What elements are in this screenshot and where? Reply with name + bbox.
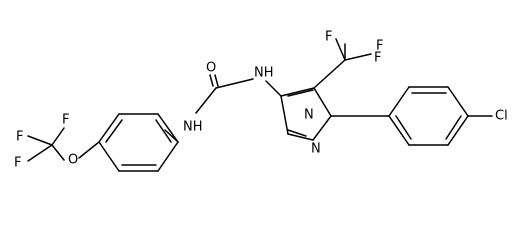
atom-f-ocf3-top: F bbox=[62, 113, 69, 128]
atom-o-carbonyl: O bbox=[206, 61, 216, 76]
atom-o-ether: O bbox=[68, 153, 78, 168]
atom-labels: O NH NH N N Cl O F F F F F F bbox=[14, 30, 508, 171]
atom-f-cf3-top-right: F bbox=[376, 39, 383, 54]
atom-n1: N bbox=[304, 108, 314, 123]
atom-n2: N bbox=[311, 142, 321, 157]
atom-nh-left: NH bbox=[183, 120, 203, 135]
bonds bbox=[27, 38, 493, 172]
atom-f-cf3-right: F bbox=[374, 51, 381, 66]
atom-f-ocf3-left1: F bbox=[16, 130, 23, 145]
atom-cl: Cl bbox=[495, 109, 508, 124]
atom-f-ocf3-left2: F bbox=[14, 156, 21, 171]
atom-f-cf3-top-left: F bbox=[325, 30, 332, 45]
atom-nh-right: NH bbox=[254, 66, 274, 81]
molecule-structure: O NH NH N N Cl O F F F F F F bbox=[14, 30, 508, 172]
